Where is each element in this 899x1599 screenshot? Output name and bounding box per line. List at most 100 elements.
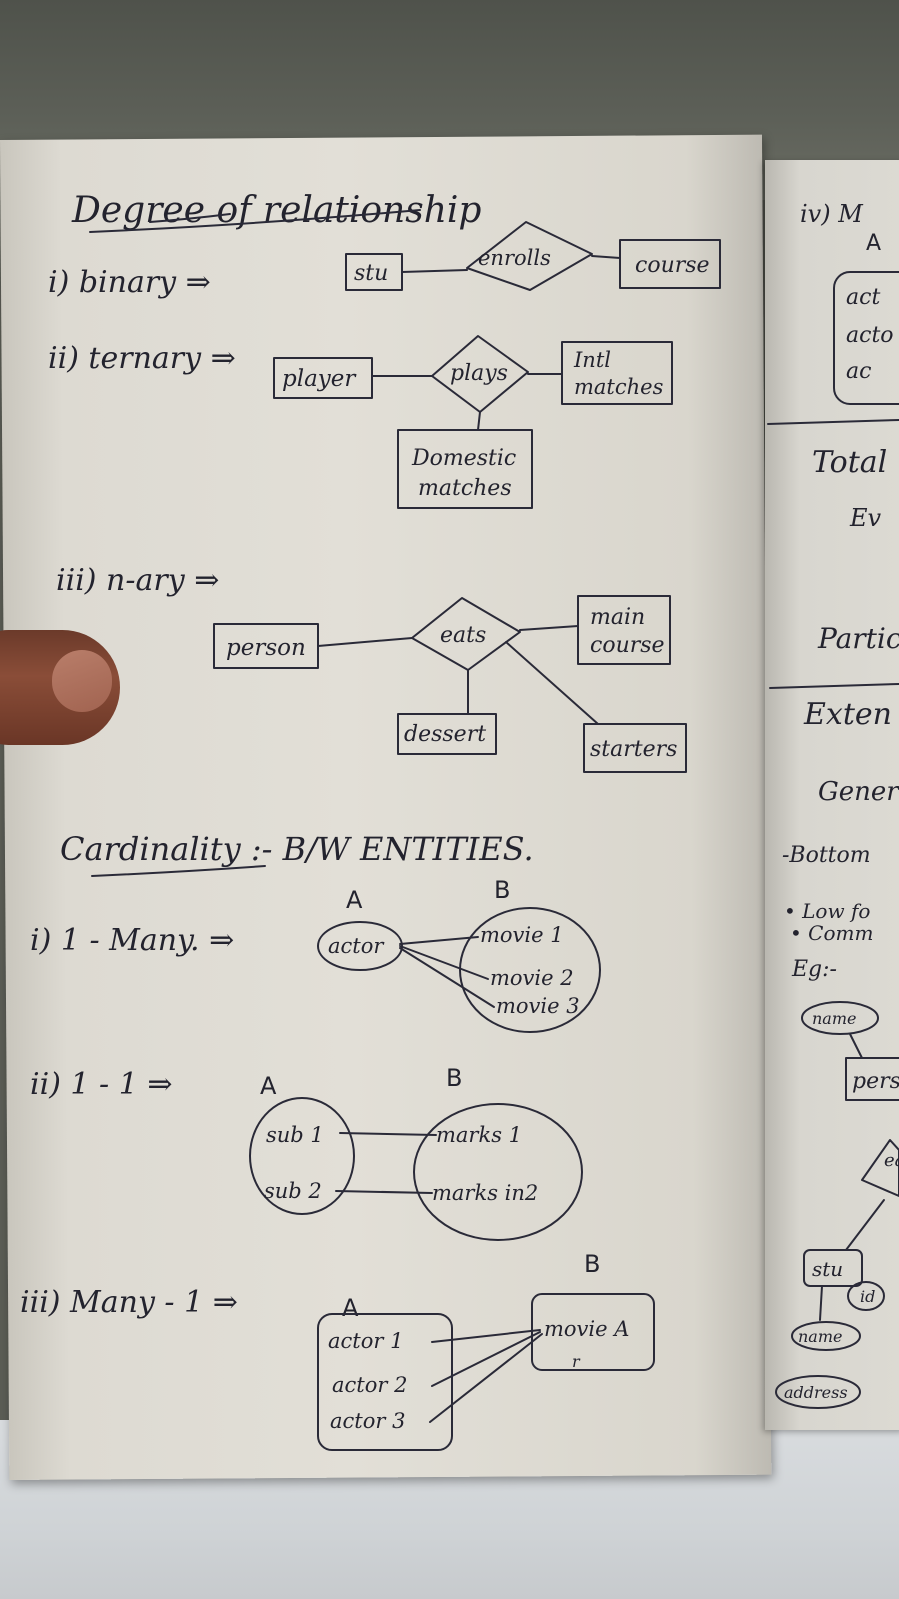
many-one-b-mark: r (572, 1352, 581, 1371)
entity-starters-text: starters (590, 737, 677, 762)
rp-link-1 (849, 1033, 863, 1059)
ternary-label: ii) ternary ⇒ (48, 341, 236, 376)
set-b-box-3 (531, 1293, 655, 1371)
rp-fragment-3: acto (846, 323, 894, 348)
one-one-b-1: marks 1 (436, 1123, 522, 1147)
rp-fragment-17: stu (812, 1257, 843, 1281)
rp-fragment-10: -Bottom (782, 843, 871, 868)
set-b-ellipse-2 (413, 1103, 583, 1241)
rp-relationship (861, 1139, 899, 1197)
one-many-b-3: movie 3 (496, 994, 580, 1018)
many-one-link-3 (429, 1333, 543, 1423)
rp-fragment-11: • Low fo (784, 899, 870, 923)
right-page-notes: iv) M A act acto ac Total Ev Partic Exte… (767, 200, 899, 1409)
notebook-page-right (765, 160, 899, 1430)
entity-domestic-text-1: Domestic (411, 446, 516, 471)
relationship-enrolls (466, 221, 593, 291)
ternary-link-3 (477, 411, 481, 431)
rp-fragment-9: Gener (818, 777, 899, 807)
entity-player-text: player (282, 366, 357, 392)
entity-stu-text: stu (354, 261, 388, 286)
rp-attr-name-2 (791, 1321, 861, 1351)
entity-main-text-2: course (590, 633, 665, 658)
rp-link-3 (819, 1285, 823, 1321)
many-one-set-b: B (584, 1250, 600, 1278)
entity-main-text-1: main (590, 605, 645, 630)
one-one-b-2: marks in2 (432, 1181, 538, 1205)
entity-domestic-text-2: matches (418, 476, 512, 501)
nary-link-1 (317, 637, 413, 647)
relationship-enrolls-text: enrolls (478, 246, 551, 270)
one-one-link-2 (335, 1190, 433, 1194)
binary-label: i) binary ⇒ (48, 265, 211, 300)
rp-fragment-19: name (798, 1327, 842, 1346)
many-one-a-1: actor 1 (328, 1329, 403, 1353)
heading-underline-2 (149, 213, 231, 223)
many-one-link-1 (431, 1329, 541, 1343)
cardinality-underline (91, 865, 266, 877)
one-many-label: i) 1 - Many. ⇒ (30, 923, 234, 958)
rp-fragment-15: pers (852, 1069, 899, 1094)
one-many-set-b: B (494, 876, 510, 904)
relationship-eats (411, 597, 521, 671)
entity-course-text: course (635, 253, 710, 278)
entity-intl-matches (561, 341, 673, 405)
nary-label: iii) n-ary ⇒ (56, 563, 219, 598)
entity-main-course (577, 595, 671, 665)
entity-intl-text-2: matches (574, 375, 664, 399)
many-one-link-2 (431, 1331, 541, 1387)
rp-fragment-12: • Comm (790, 921, 873, 945)
many-one-a-2: actor 2 (332, 1373, 407, 1397)
one-one-set-b: B (446, 1064, 462, 1092)
one-many-link-3 (399, 947, 495, 1008)
rp-attr-id (847, 1281, 885, 1311)
one-many-b-2: movie 2 (490, 966, 574, 990)
nary-link-2 (519, 625, 579, 631)
entity-person-text: person (226, 635, 306, 661)
entity-starters (583, 723, 687, 773)
rp-fragment-5: Total (812, 445, 887, 480)
rp-fragment-13: Eg:- (791, 957, 837, 982)
rp-attr-name (801, 1001, 879, 1035)
entity-course (619, 239, 721, 289)
fingernail (52, 650, 112, 712)
rp-fragment-2: act (846, 285, 880, 310)
rp-fragment-14: name (812, 1009, 856, 1028)
entity-dessert (397, 713, 497, 755)
heading-underline (89, 209, 421, 233)
one-one-set-a: A (260, 1072, 277, 1100)
one-one-label: ii) 1 - 1 ⇒ (30, 1067, 173, 1102)
rp-fragment-18: id (860, 1287, 875, 1306)
rp-attr-address (775, 1375, 861, 1409)
one-many-link-1 (399, 936, 479, 945)
many-one-set-a: A (342, 1294, 359, 1322)
many-one-a-3: actor 3 (330, 1409, 405, 1433)
set-a-ellipse-2 (249, 1097, 355, 1215)
rp-fragment-8: Exten (803, 697, 892, 732)
rp-entity-stu (803, 1249, 863, 1287)
rp-fragment-7: Partic (817, 622, 899, 655)
binary-link-2 (591, 255, 621, 259)
one-many-link-2 (399, 945, 489, 980)
nary-link-4 (505, 641, 599, 725)
one-many-a-1: actor (328, 934, 385, 958)
entity-domestic-matches (397, 429, 533, 509)
set-b-ellipse-1 (459, 907, 601, 1033)
rp-divider-1 (767, 419, 899, 425)
relationship-plays-text: plays (450, 361, 508, 386)
set-a-box-3 (317, 1313, 453, 1451)
one-one-link-1 (339, 1132, 437, 1136)
one-many-b-1: movie 1 (480, 923, 564, 947)
rp-fragment-16: ea (884, 1150, 899, 1171)
rp-divider-2 (769, 683, 899, 689)
rp-box-1 (833, 271, 899, 405)
heading-cardinality: Cardinality :- B/W ENTITIES. (60, 830, 534, 868)
binary-link-1 (401, 269, 468, 273)
entity-dessert-text: dessert (404, 722, 486, 747)
one-many-set-a: A (346, 886, 363, 914)
one-one-a-1: sub 1 (266, 1123, 324, 1147)
entity-intl-text-1: Intl (573, 348, 611, 372)
rp-fragment-1: A (866, 231, 881, 256)
entity-player (273, 357, 373, 399)
